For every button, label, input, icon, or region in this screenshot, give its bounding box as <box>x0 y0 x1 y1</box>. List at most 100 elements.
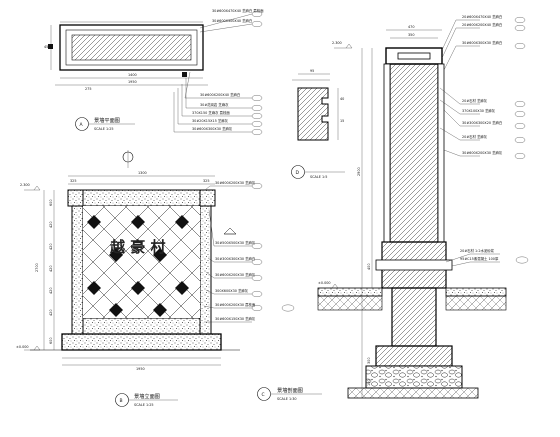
plan-dim-total: 1950 <box>128 80 137 84</box>
view-label-c: C 景墙剖面图 SCALE 1:30 <box>257 386 322 401</box>
section-note-low-2: 95#C15素混凝土 100厚 <box>460 256 499 261</box>
plan-note-2: 30#600X300X40 芝麻白 <box>212 18 252 23</box>
section-gravel <box>365 365 463 389</box>
elev-dark-tiles <box>87 215 189 317</box>
plan-outer <box>59 24 204 71</box>
elev-note-4: 30#600X200X30 芝麻灰 <box>215 272 256 277</box>
section-note-2: 20#600X200X40 芝麻白 <box>462 22 502 27</box>
elev-dim-width: 1950 <box>136 367 145 371</box>
plan-dim-side: 275 <box>85 87 91 91</box>
elev-left-cap <box>67 189 84 207</box>
section-note-1: 20#600X470X40 芝麻白 <box>462 14 502 19</box>
view-label-a: A 景墙平面图 SCALE 1:25 <box>75 116 135 131</box>
elev-dim-h4: 420 <box>49 266 53 272</box>
view-b-id: B <box>120 398 123 404</box>
plan-note-6: 30#20X15X15 芝麻灰 <box>192 118 229 123</box>
elev-left-pier <box>71 205 84 335</box>
elev-note-5: 300X600X30 芝麻灰 <box>215 288 249 293</box>
view-b-title: 景墙立面图 <box>134 392 160 400</box>
section-ground-left <box>317 287 383 297</box>
section-note-5: 370X100X30 芝麻灰 <box>462 108 496 113</box>
section-dim-top: 470 <box>408 25 414 29</box>
section-note-7: 20#石材 芝麻灰 <box>462 134 488 139</box>
view-c-id: C <box>262 392 265 398</box>
section-note-4: 20#石材 芝麻灰 <box>462 98 488 103</box>
section-ground-right <box>445 287 507 297</box>
section-dim-h2: 100 <box>367 380 371 386</box>
elevation-view: 越 豪 村 2.300 ±0.000 2700 600 420 420 420 … <box>16 150 240 371</box>
elev-tile-panel <box>83 206 200 318</box>
detail-dim-w: 95 <box>310 69 314 73</box>
section-cap <box>385 47 443 65</box>
plan-note-5: 370X150 芝麻灰 荔枝面 <box>192 110 230 115</box>
elev-right-pier <box>199 205 212 335</box>
elev-right-cap <box>199 189 216 207</box>
section-mark-right <box>182 72 187 77</box>
detail-view: 95 40 15 D SCALE 1:5 <box>291 69 345 179</box>
view-b-scale: SCALE 1:25 <box>134 403 154 407</box>
section-view: 2.300 ±0.000 470 350 2900 300 100 400 <box>317 25 507 399</box>
plan-hatch <box>71 34 192 61</box>
elev-top-beam <box>82 189 201 207</box>
elev-dim-h5: 420 <box>49 288 53 294</box>
note-tags-a <box>251 11 263 135</box>
plan-note-1: 30#600X470X40 芝麻白 荔枝面 <box>212 8 264 13</box>
elev-note-2: 30#500X500X30 芝麻灰 <box>215 240 256 245</box>
elev-dim-base: 600 <box>49 338 53 344</box>
elev-note-6: 30#600X200X30 荔枝面 <box>215 302 256 307</box>
svg-text:±0.000: ±0.000 <box>16 345 29 349</box>
section-dim-mid: 350 <box>408 33 414 37</box>
wall-inscription: 越 豪 村 <box>109 238 165 256</box>
elev-dim-side-b: 325 <box>203 179 209 183</box>
view-a-id: A <box>80 122 84 128</box>
section-stem <box>391 287 437 347</box>
view-a-title: 景墙平面图 <box>94 116 120 124</box>
elev-dim-height: 2700 <box>35 263 39 272</box>
plan-note-4: 30#花岗岩 芝麻灰 <box>200 102 229 107</box>
elev-dim-h6: 420 <box>49 310 53 316</box>
section-mark-left <box>48 44 53 49</box>
elev-level-marks: 2.300 ±0.000 <box>16 183 41 351</box>
plan-notes: 30#600X470X40 芝麻白 荔枝面 30#600X300X40 芝麻白 … <box>173 8 264 135</box>
plan-inner <box>65 29 198 66</box>
elev-dim-h1: 600 <box>49 200 53 206</box>
elev-dim-inner: 1300 <box>138 171 147 175</box>
detail-profile <box>297 87 329 141</box>
note-tags-c <box>514 17 529 264</box>
plan-dim-inner: 1400 <box>128 73 137 77</box>
section-dim-h3: 400 <box>367 264 371 270</box>
section-note-8: 30#600X200X30 芝麻灰 <box>462 150 503 155</box>
view-a-scale: SCALE 1:25 <box>94 127 114 131</box>
elev-note-7: 30#600X150X30 芝麻灰 <box>215 316 256 321</box>
plan-note-7: 30#600X300X30 芝麻灰 <box>192 126 233 131</box>
elev-dim-h2: 420 <box>49 222 53 228</box>
elev-base-plinth <box>61 333 222 351</box>
section-footing <box>375 345 453 367</box>
plan-note-3: 30#600X200X40 芝麻白 <box>200 92 240 97</box>
section-note-6: 30#300X300X20 芝麻白 <box>462 120 502 125</box>
section-wall <box>389 63 439 243</box>
section-note-3: 30#600X300X30 芝麻白 <box>462 40 502 45</box>
section-notes: 20#600X470X40 芝麻白 20#600X200X40 芝麻白 30#6… <box>439 14 529 267</box>
section-dim-total: 2900 <box>357 167 361 176</box>
elev-dim-side-a: 325 <box>70 179 76 183</box>
detail-dim-a: 40 <box>340 97 344 101</box>
svg-text:2.300: 2.300 <box>20 183 30 187</box>
view-c-title: 景墙剖面图 <box>277 386 303 394</box>
section-note-low-1: 20#石材 1:2水泥砂浆 <box>460 248 495 253</box>
section-dim-h1: 300 <box>367 358 371 364</box>
section-ground-mark: ±0.000 <box>318 281 331 285</box>
elev-dim-h3: 420 <box>49 244 53 250</box>
elev-note-3: 30#300X300X30 芝麻白 <box>215 256 255 261</box>
view-d-scale: SCALE 1:5 <box>310 175 327 179</box>
plan-view: 1400 1950 275 450 <box>44 21 208 91</box>
view-c-scale: SCALE 1:30 <box>277 397 297 401</box>
detail-dim-b: 15 <box>340 119 344 123</box>
view-d-id: D <box>296 170 300 176</box>
elev-note-1: 30#600X200X30 芝麻灰 <box>215 180 256 185</box>
elev-bottom-band <box>82 317 201 335</box>
plan-dim-depth: 450 <box>44 45 50 49</box>
elevation-notes: 30#600X200X30 芝麻灰 30#500X500X30 芝麻灰 30#3… <box>203 180 295 323</box>
note-tags-b <box>251 183 295 312</box>
